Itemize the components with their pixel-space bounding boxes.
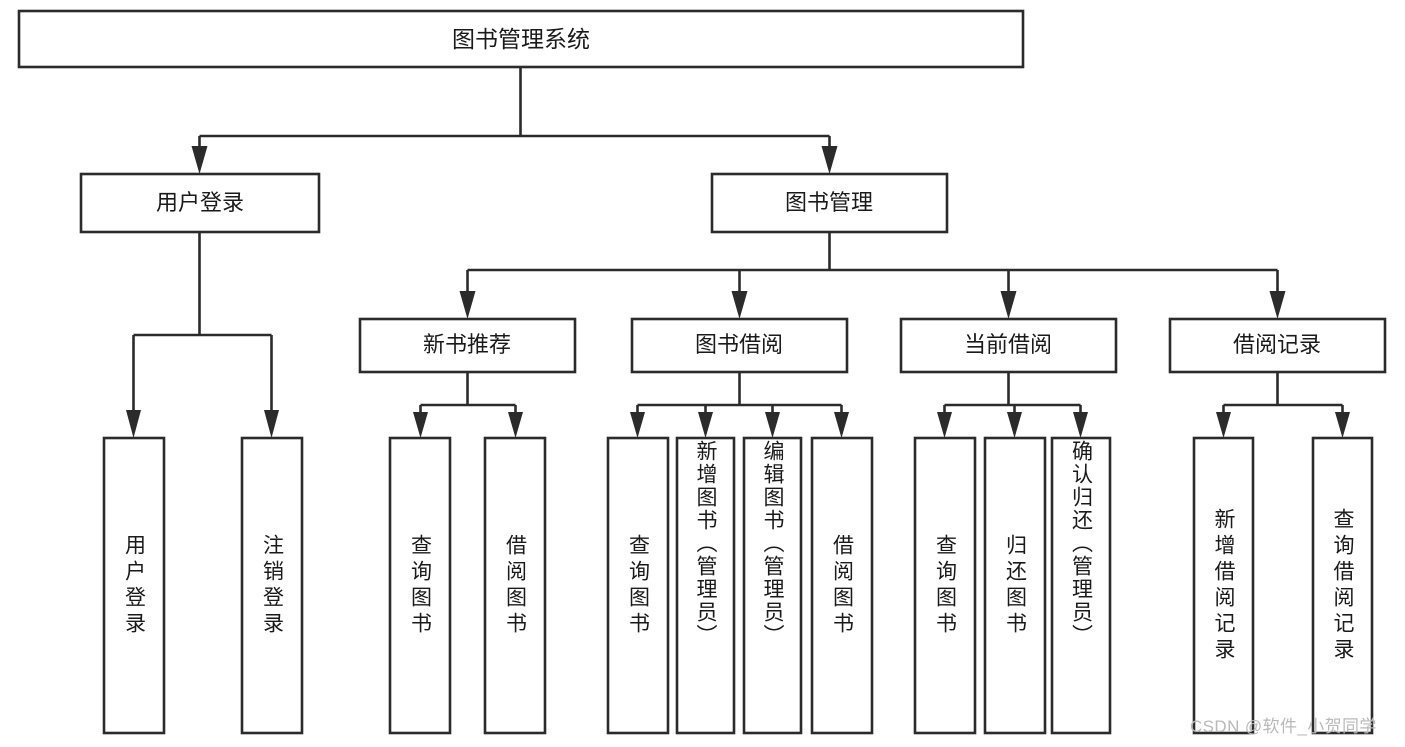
arrow-to-leaf-query-record-icon — [1335, 412, 1350, 438]
node-book-manage-label: 图书管理 — [785, 190, 873, 215]
arrow-to-borrow-record-icon — [1269, 291, 1286, 319]
node-leaf-return-book-box[interactable] — [983, 436, 1047, 735]
node-borrow-record-label: 借阅记录 — [1233, 332, 1321, 357]
node-root-label: 图书管理系统 — [452, 26, 590, 52]
node-leaf-borrow-book-1-box[interactable] — [483, 436, 547, 735]
connector-group-book-manage-children — [459, 232, 1286, 319]
node-current-borrow-label: 当前借阅 — [964, 332, 1052, 357]
arrow-to-leaf-query-book-1-icon — [413, 412, 428, 438]
arrow-to-new-book-recommend-icon — [459, 291, 476, 319]
arrow-to-leaf-add-record-icon — [1216, 412, 1231, 438]
connector-group-current-borrow-children — [937, 372, 1088, 438]
arrow-to-leaf-user-login-icon — [126, 410, 141, 438]
arrow-to-leaf-borrow-book-2-icon — [834, 412, 849, 438]
arrow-to-leaf-logout-login-icon — [264, 410, 279, 438]
node-book-borrow-box[interactable] — [630, 317, 849, 374]
arrow-to-leaf-confirm-return-icon — [1073, 412, 1088, 438]
connector-group-user-login-children — [126, 232, 279, 438]
arrow-to-current-borrow-icon — [1000, 291, 1017, 319]
node-new-book-recommend-box[interactable] — [358, 317, 577, 374]
arrow-to-book-manage-icon — [821, 146, 838, 174]
arrow-to-user-login-icon — [191, 146, 208, 174]
node-leaf-query-book-2-box[interactable] — [606, 436, 670, 735]
node-leaf-add-record-box[interactable] — [1192, 436, 1255, 735]
arrow-to-leaf-query-book-3-icon — [937, 412, 952, 438]
watermark-text: CSDN @软件_小贺同学 — [1190, 717, 1377, 736]
connector-group-new-book-recommend-children — [413, 372, 523, 438]
node-leaf-logout-login-box[interactable] — [240, 436, 304, 735]
connector-group-borrow-record-children — [1216, 372, 1350, 438]
arrow-to-leaf-query-book-2-icon — [630, 412, 645, 438]
node-leaf-query-book-3-box[interactable] — [913, 436, 977, 735]
connector-group-root-to-level2 — [191, 67, 838, 174]
node-leaf-confirm-return-box[interactable] — [1050, 436, 1112, 735]
node-leaf-query-record-box[interactable] — [1311, 436, 1374, 735]
node-leaf-edit-book-box[interactable] — [742, 436, 803, 735]
arrow-to-leaf-edit-book-icon — [765, 412, 780, 438]
node-leaf-query-book-1-box[interactable] — [388, 436, 452, 735]
arrow-to-leaf-return-book-icon — [1007, 412, 1022, 438]
arrow-to-book-borrow-icon — [731, 291, 748, 319]
node-leaf-add-book-box[interactable] — [675, 436, 736, 735]
node-leaf-borrow-book-2-box[interactable] — [810, 436, 874, 735]
node-leaf-user-login-box[interactable] — [102, 436, 166, 735]
node-book-borrow-label: 图书借阅 — [695, 332, 783, 357]
node-borrow-record-box[interactable] — [1168, 317, 1387, 374]
arrow-to-leaf-borrow-book-1-icon — [508, 412, 523, 438]
node-new-book-recommend-label: 新书推荐 — [423, 332, 511, 357]
connector-group-book-borrow-children — [630, 372, 849, 438]
node-user-login-box[interactable] — [79, 172, 321, 234]
node-book-manage-box[interactable] — [710, 172, 949, 234]
arrow-to-leaf-add-book-icon — [698, 412, 713, 438]
node-user-login-label: 用户登录 — [156, 190, 244, 215]
node-current-borrow-box[interactable] — [899, 317, 1118, 374]
node-root-box[interactable] — [17, 9, 1025, 69]
